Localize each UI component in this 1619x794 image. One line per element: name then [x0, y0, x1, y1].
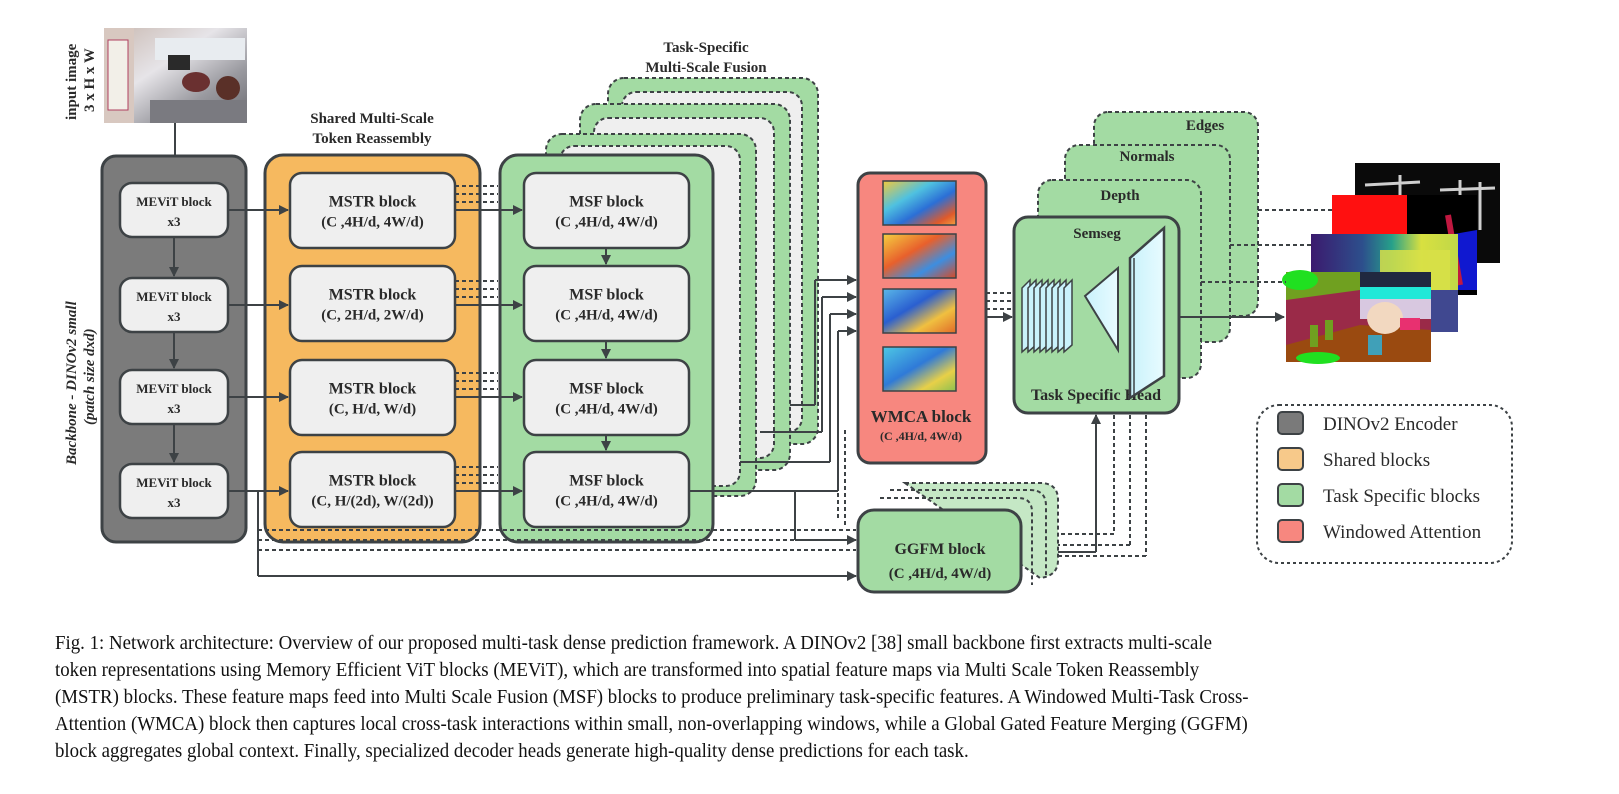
input-image	[104, 28, 247, 123]
head-output-dashed	[1201, 209, 1332, 283]
input-image-label: input image	[64, 43, 80, 120]
decoder-output-plane-icon	[1128, 225, 1166, 401]
mstr-block-shape: (C ,4H/d, 4W/d)	[321, 215, 424, 231]
architecture-diagram: input image 3 x H x W Backbone - DINOv2 …	[64, 28, 1513, 594]
msf-block-title: MSF block	[569, 287, 644, 304]
legend-box	[1256, 404, 1513, 564]
legend-item: Shared blocks	[1277, 447, 1430, 471]
legend-item: Task Specific blocks	[1277, 483, 1480, 507]
mstr-block: MSTR block (C, H/d, W/d)	[288, 358, 457, 437]
mevit-block: MEViT block x3	[118, 462, 230, 520]
attention-map	[882, 233, 957, 279]
mevit-block: MEViT block x3	[118, 181, 230, 239]
mstr-block: MSTR block (C, H/(2d), W/(2d))	[288, 450, 457, 529]
msf-block: MSF block (C ,4H/d, 4W/d)	[522, 171, 691, 250]
mstr-block-shape: (C, H/d, W/d)	[329, 402, 416, 418]
msf-block: MSF block (C ,4H/d, 4W/d)	[522, 450, 691, 529]
mstr-block: MSTR block (C ,4H/d, 4W/d)	[288, 171, 457, 250]
legend-swatch	[1277, 483, 1304, 507]
mstr-block: MSTR block (C, 2H/d, 2W/d)	[288, 264, 457, 343]
wmca-attention-maps	[882, 180, 957, 392]
caption-line: token representations using Memory Effic…	[55, 659, 1200, 681]
msf-heading-line1: Task-Specific	[663, 40, 749, 56]
legend-label: Task Specific blocks	[1323, 486, 1480, 507]
legend-item: DINOv2 Encoder	[1277, 411, 1458, 435]
wmca-shape: (C ,4H/d, 4W/d)	[880, 429, 962, 443]
mevit-block-title: MEViT block	[136, 381, 212, 396]
mstr-heading-line2: Token Reassembly	[312, 131, 432, 147]
legend-swatch	[1277, 519, 1304, 543]
wmca-title: WMCA block	[871, 407, 972, 426]
head-label: Task Specific Head	[1031, 387, 1161, 404]
feature-layer	[1063, 278, 1073, 354]
legend-label: Shared blocks	[1323, 450, 1430, 471]
caption-line: (MSTR) blocks. These feature maps feed i…	[55, 686, 1249, 708]
head-semseg-label: Semseg	[1073, 226, 1121, 242]
backbone-patch-label: (patch size dxd)	[82, 328, 98, 425]
input-image-dims: 3 x H x W	[82, 48, 98, 112]
legend-label: DINOv2 Encoder	[1323, 414, 1458, 435]
msf-block-shape: (C ,4H/d, 4W/d)	[555, 308, 658, 324]
prediction-outputs	[1282, 163, 1500, 364]
mstr-heading-line1: Shared Multi-Scale	[310, 111, 434, 127]
msf-block: MSF block (C ,4H/d, 4W/d)	[522, 264, 691, 343]
mstr-block-title: MSTR block	[329, 381, 417, 398]
decoder-layers-icon	[1021, 278, 1073, 354]
input-image-group: input image 3 x H x W	[64, 28, 247, 123]
mstr-block-title: MSTR block	[329, 473, 417, 490]
msf-block-shape: (C ,4H/d, 4W/d)	[555, 494, 658, 510]
mevit-block-title: MEViT block	[136, 194, 212, 209]
legend-label: Windowed Attention	[1323, 522, 1482, 543]
prediction-semseg	[1282, 270, 1431, 364]
mstr-block-shape: (C, H/(2d), W/(2d))	[311, 494, 433, 510]
mevit-block-shape: x3	[168, 401, 182, 416]
caption-line: Fig. 1: Network architecture: Overview o…	[55, 632, 1212, 654]
mevit-block-shape: x3	[168, 214, 182, 229]
ggfm-panel	[856, 508, 1023, 594]
legend-swatch	[1277, 447, 1304, 471]
mstr-block-title: MSTR block	[329, 194, 417, 211]
caption-line: Attention (WMCA) block then captures loc…	[55, 713, 1248, 735]
msf-heading-line2: Multi-Scale Fusion	[645, 60, 767, 76]
mstr-panel	[263, 153, 482, 544]
mevit-block: MEViT block x3	[118, 368, 230, 426]
decoder-trapezoid-icon	[1083, 265, 1119, 354]
attention-map	[882, 346, 957, 392]
mevit-block-title: MEViT block	[136, 289, 212, 304]
mevit-block: MEViT block x3	[118, 276, 230, 334]
ggfm-title: GGFM block	[894, 541, 985, 558]
mevit-block-title: MEViT block	[136, 475, 212, 490]
msf-block: MSF block (C ,4H/d, 4W/d)	[522, 358, 691, 437]
head-depth-label: Depth	[1100, 188, 1140, 204]
legend-swatch	[1277, 411, 1304, 435]
mevit-block-shape: x3	[168, 495, 182, 510]
legend-item: Windowed Attention	[1277, 519, 1482, 543]
mstr-block-shape: (C, 2H/d, 2W/d)	[321, 308, 424, 324]
caption-line: block aggregates global context. Finally…	[55, 740, 969, 762]
ggfm-shape: (C ,4H/d, 4W/d)	[889, 566, 992, 582]
mstr-block-title: MSTR block	[329, 287, 417, 304]
msf-block-title: MSF block	[569, 473, 644, 490]
msf-block-shape: (C ,4H/d, 4W/d)	[555, 402, 658, 418]
msf-block-title: MSF block	[569, 381, 644, 398]
figure-caption: Fig. 1: Network architecture: Overview o…	[55, 630, 1573, 765]
task-heads-stack: Edges Normals Depth Semseg Task Specific…	[1012, 111, 1259, 415]
mevit-block-shape: x3	[168, 309, 182, 324]
attention-map	[882, 288, 957, 334]
backbone-label: Backbone - DINOv2 small	[64, 300, 80, 466]
msf-block-shape: (C ,4H/d, 4W/d)	[555, 215, 658, 231]
head-normals-label: Normals	[1120, 149, 1175, 165]
attention-map	[882, 180, 957, 226]
msf-block-title: MSF block	[569, 194, 644, 211]
head-edges-label: Edges	[1186, 118, 1225, 134]
